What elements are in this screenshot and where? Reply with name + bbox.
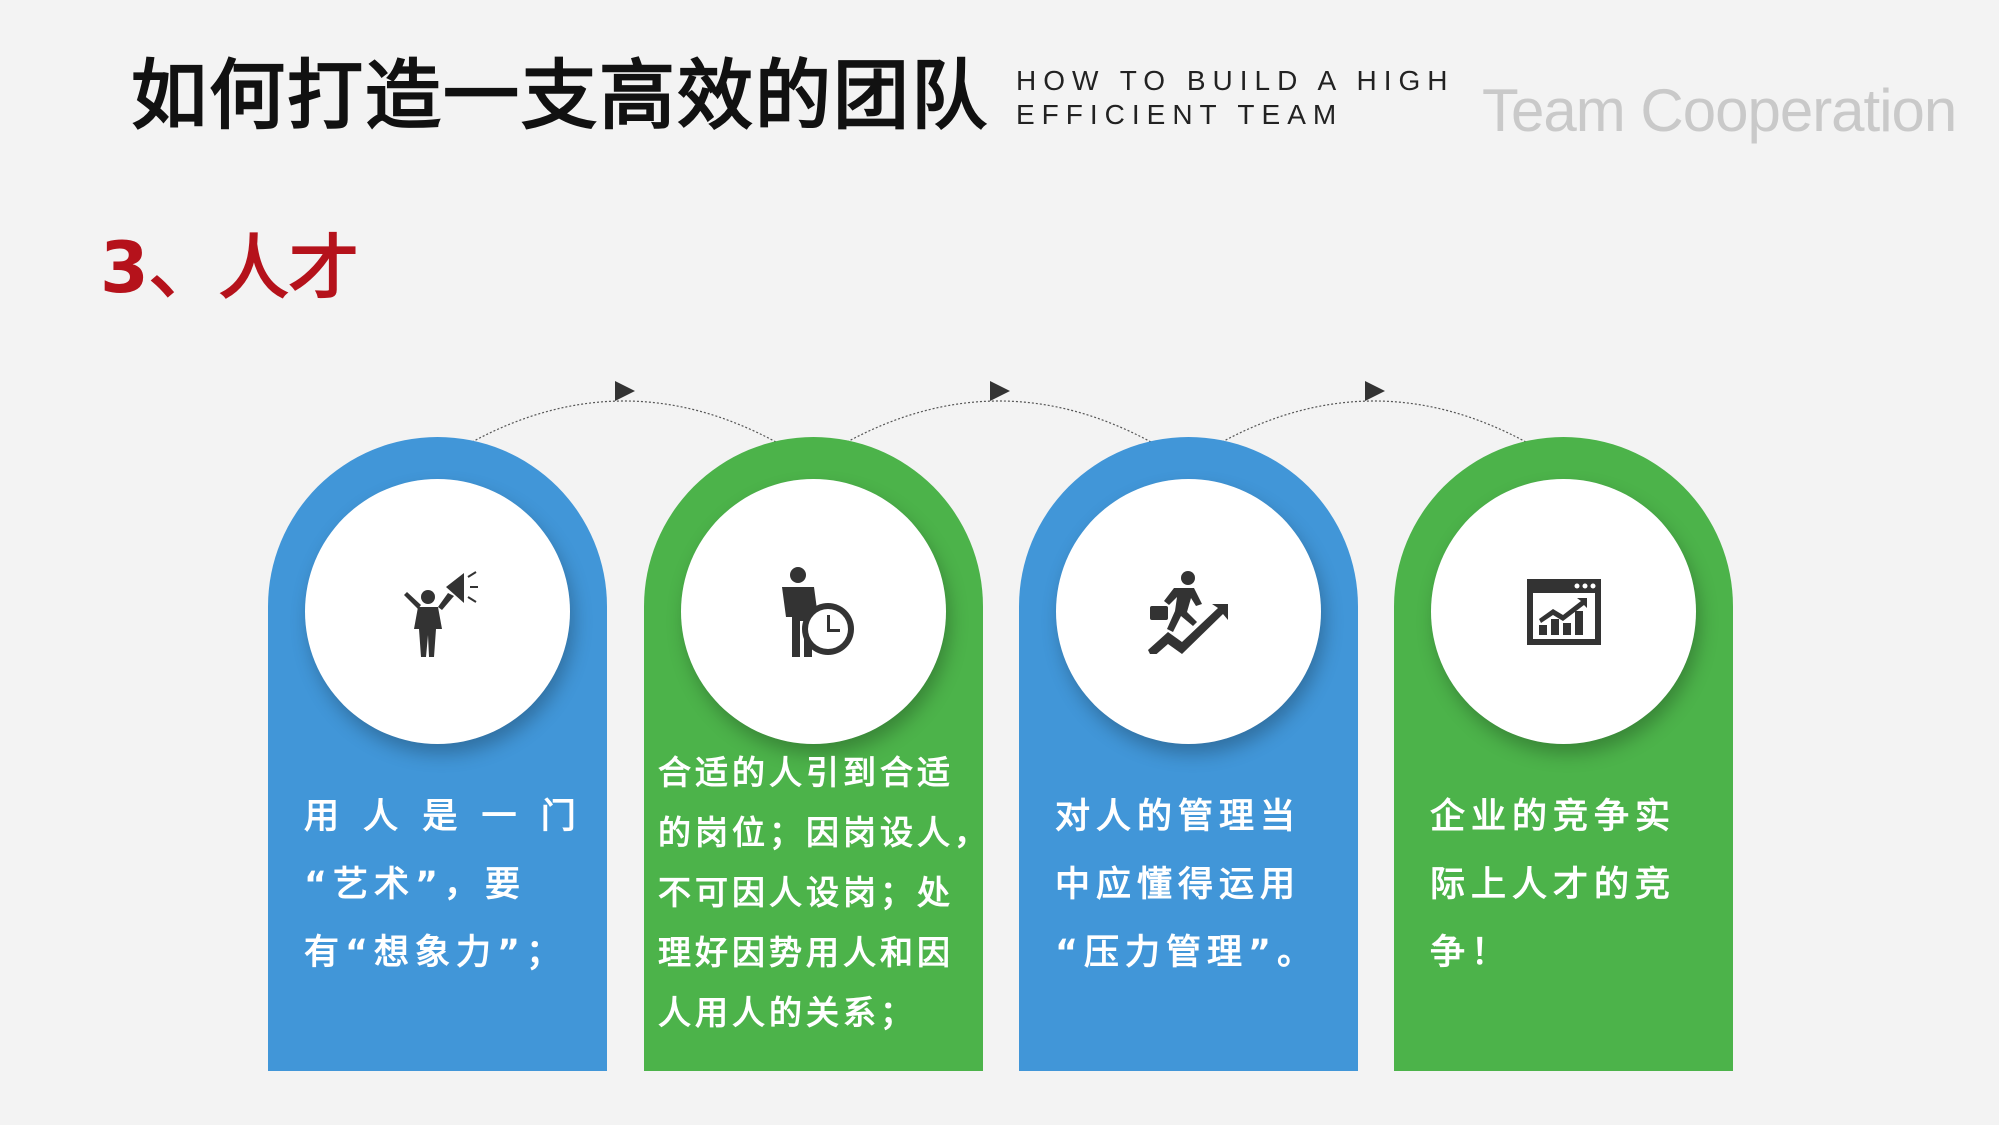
businessman-clock-icon: [781, 566, 854, 657]
icon-circle: [305, 479, 570, 744]
page-subtitle: HOW TO BUILD A HIGH EFFICIENT TEAM: [1016, 64, 1454, 132]
running-growth-icon: [1147, 570, 1228, 654]
card-text: 对人的管理当 中应懂得运用 “压力管理”。: [1055, 783, 1338, 987]
arrow-icon: [615, 381, 635, 401]
connector-arc: [471, 400, 777, 443]
card-line: 合适的人引到合适: [658, 753, 954, 792]
card-line: 理好因势用人和因: [658, 933, 954, 972]
card-line: 中应懂得运用: [1055, 865, 1302, 905]
connector-arc: [846, 400, 1152, 443]
icon-circle: [681, 479, 946, 744]
card-line: 有“想象力”；: [304, 933, 568, 973]
card-line: 企业的竞争实: [1430, 797, 1677, 837]
card-3: 对人的管理当 中应懂得运用 “压力管理”。: [1019, 437, 1358, 1071]
arrow-icon: [990, 381, 1010, 401]
card-line: 不可因人设岗；处: [658, 873, 954, 912]
page-title: 如何打造一支高效的团队: [131, 51, 989, 140]
card-line: “艺术”，要: [304, 865, 527, 905]
card-line: 的岗位；因岗设人，: [658, 813, 991, 852]
card-4: 企业的竞争实 际上人才的竞 争！: [1394, 437, 1733, 1071]
arrow-icon: [1365, 381, 1385, 401]
subtitle-line-2: EFFICIENT TEAM: [1016, 99, 1344, 130]
card-text: 合适的人引到合适 的岗位；因岗设人， 不可因人设岗；处 理好因势用人和因 人用人…: [658, 743, 991, 1043]
card-line: 际上人才的竞: [1430, 865, 1677, 905]
card-line: 人用人的关系；: [658, 993, 917, 1032]
card-1: 用 人 是 一 门 “艺术”，要 有“想象力”；: [268, 437, 607, 1071]
card-2: 合适的人引到合适 的岗位；因岗设人， 不可因人设岗；处 理好因势用人和因 人用人…: [644, 437, 991, 1071]
card-line: 用 人 是 一 门: [304, 797, 582, 837]
card-line: 争！: [1430, 933, 1513, 973]
card-text: 企业的竞争实 际上人才的竞 争！: [1430, 783, 1713, 987]
card-text: 用 人 是 一 门 “艺术”，要 有“想象力”；: [304, 783, 587, 987]
brand-text: Team Cooperation: [1482, 77, 1957, 144]
megaphone-person-icon: [403, 570, 478, 657]
card-line: 对人的管理当: [1055, 797, 1302, 837]
chart-window-icon: [1526, 578, 1601, 645]
card-line: “压力管理”。: [1055, 933, 1319, 973]
subtitle-line-1: HOW TO BUILD A HIGH: [1016, 65, 1455, 96]
section-title: 3、人才: [100, 227, 359, 309]
icon-circle: [1431, 479, 1696, 744]
connector-arc: [1221, 400, 1527, 443]
icon-circle: [1056, 479, 1321, 744]
